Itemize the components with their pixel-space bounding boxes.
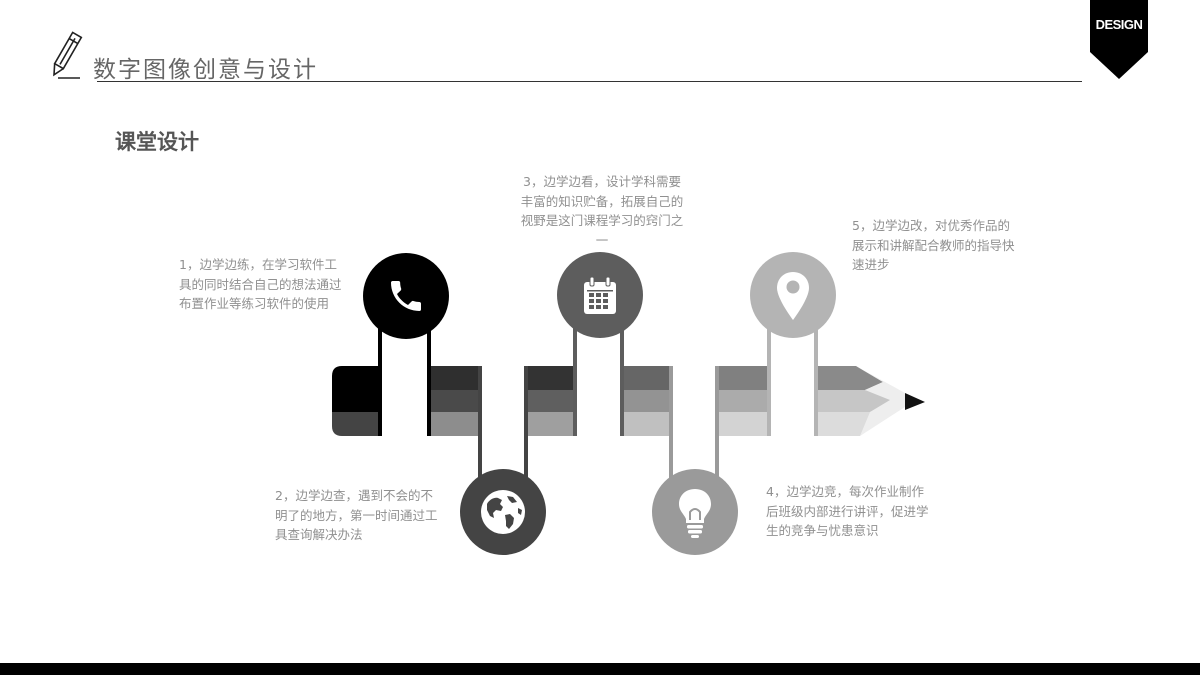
page-title: 数字图像创意与设计 <box>93 57 318 83</box>
lightbulb-icon <box>675 486 715 542</box>
connector-stem-2 <box>478 366 528 478</box>
pencil-logo-icon <box>48 30 84 82</box>
section-title: 课堂设计 <box>115 130 199 154</box>
pencil-eraser-segment <box>332 366 380 436</box>
connector-stem-4 <box>669 366 719 478</box>
pencil-tip-segment <box>817 366 925 436</box>
globe-icon <box>479 488 527 540</box>
step-2-text: 2，边学边查，遇到不会的不明了的地方，第一时间通过工具查询解决办法 <box>275 488 438 542</box>
pencil-segment-5 <box>719 366 767 436</box>
pencil-segment-4 <box>623 366 670 436</box>
design-badge-label: DESIGN <box>1095 17 1143 32</box>
phone-icon <box>386 276 426 320</box>
pencil-segment-3 <box>528 366 574 436</box>
connector-stem-1 <box>378 324 431 436</box>
design-badge: DESIGN <box>1090 0 1148 80</box>
step-4-text: 4，边学边竞，每次作业制作后班级内部进行讲评，促进学生的竞争与忧患意识 <box>766 484 929 538</box>
header-divider <box>97 81 1082 82</box>
location-pin-icon <box>775 270 811 326</box>
footer-bar <box>0 663 1200 675</box>
step-3-text: 3，边学边看，设计学科需要丰富的知识贮备，拓展自己的视野是这门课程学习的窍门之一 <box>520 174 684 248</box>
pencil-segment-2 <box>429 366 480 436</box>
connector-stem-5 <box>767 324 818 436</box>
connector-stem-3 <box>573 324 624 436</box>
calendar-icon <box>582 276 618 320</box>
step-1-text: 1，边学边练，在学习软件工具的同时结合自己的想法通过布置作业等练习软件的使用 <box>179 257 342 311</box>
step-1-circle <box>363 253 449 339</box>
step-5-text: 5，边学边改，对优秀作品的展示和讲解配合教师的指导快速进步 <box>852 218 1015 272</box>
